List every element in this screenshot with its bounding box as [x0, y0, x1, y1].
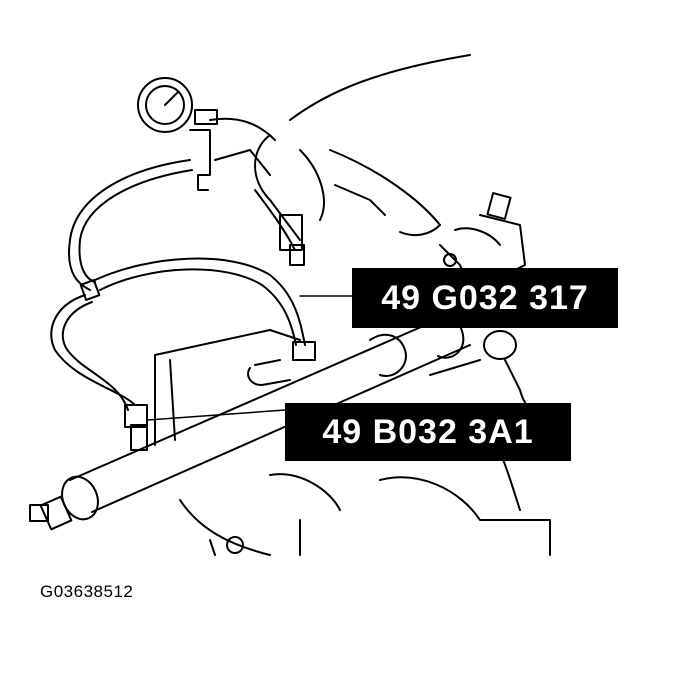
supply-hose [50, 294, 148, 451]
figure-id: G03638512 [40, 582, 134, 601]
hand-illustration [254, 54, 471, 251]
steering-rack [29, 309, 517, 531]
pressure-gauge-icon [137, 77, 305, 266]
callout-label-lower: 49 B032 3A1 [285, 403, 571, 461]
leader-lines [147, 295, 353, 421]
return-hose [94, 257, 316, 361]
gauge-hose [68, 159, 193, 301]
callout-label-upper: 49 G032 317 [352, 268, 618, 328]
